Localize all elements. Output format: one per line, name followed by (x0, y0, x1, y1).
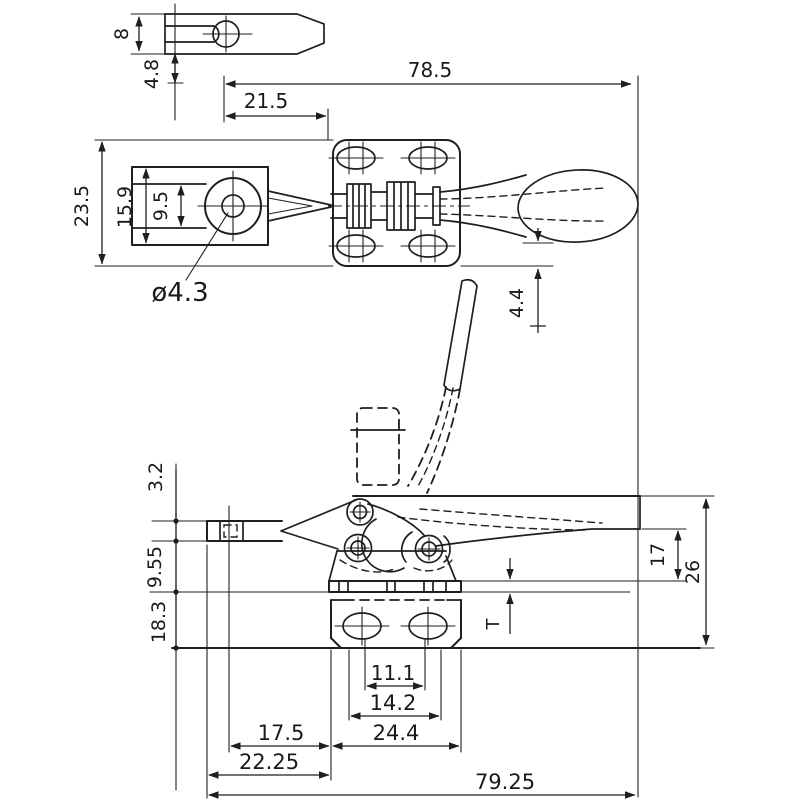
bar-raised-phantom (350, 407, 406, 486)
dim-bar-end-to-base: 22.25 (206, 544, 330, 799)
dim-link-slot-width: 8 (111, 13, 166, 55)
top-view (131, 13, 639, 267)
dim-hole-to-base: 17.5 (228, 505, 330, 753)
dim-base-plate-width-label: 23.5 (71, 185, 93, 227)
dim-pivot-hole-dia: ø4.3 (151, 212, 229, 308)
dim-bar-slot-width-label: 9.5 (150, 191, 172, 221)
dim-link-offset-label: 4.8 (141, 59, 163, 89)
dim-bar-thickness-label: 3.2 (145, 462, 167, 492)
dim-pivot-hole-dia-label: ø4.3 (151, 278, 208, 308)
dim-overall-height: 26 (639, 495, 715, 649)
clamp-bar-top-view (131, 166, 332, 246)
base-side-view (328, 550, 462, 593)
dim-base-length-label: 24.4 (373, 721, 420, 745)
dim-hole-spacing-outer: 14.2 (348, 649, 442, 721)
base-plate-top-view (328, 139, 461, 267)
dim-bar-slot-width: 9.5 (150, 185, 185, 227)
dim-hole-spacing-inner: 11.1 (364, 639, 426, 691)
dim-bar-width: 15.9 (114, 168, 150, 244)
dim-flange-thickness: T (460, 558, 631, 634)
dim-base-plate-width: 23.5 (71, 139, 334, 267)
base-front-face (171, 599, 701, 649)
dim-bar-width-label: 15.9 (114, 186, 136, 228)
handle-side-view (352, 495, 641, 547)
dimensions: 8 4.8 78.5 21.5 23.5 15.9 9. (71, 3, 715, 799)
dim-handle-clearance-label: 17 (647, 543, 669, 567)
dim-pivot-to-base: 21.5 (225, 89, 329, 141)
slotted-link-detail (164, 13, 325, 55)
handle-raised-phantom (407, 278, 478, 494)
dim-link-slot-width-label: 8 (111, 28, 133, 40)
dim-link-offset: 4.8 (141, 3, 184, 121)
dim-overall-length-bottom: 79.25 (208, 770, 636, 799)
dim-handle-offset: 4.4 (460, 228, 554, 333)
pivot-assembly (339, 498, 453, 573)
dim-overall-length-bottom-label: 79.25 (475, 770, 535, 794)
dim-bar-height-label: 9.55 (144, 546, 166, 588)
clamp-arm-side-view (206, 499, 357, 550)
dim-pivot-to-base-label: 21.5 (244, 89, 289, 113)
dim-hole-spacing-inner-label: 11.1 (371, 661, 416, 685)
dim-flange-thickness-label: T (483, 618, 504, 631)
dim-bar-end-to-base-label: 22.25 (239, 750, 299, 774)
dim-handle-clearance: 17 (460, 528, 687, 582)
dim-hole-spacing-outer-label: 14.2 (370, 691, 417, 715)
dim-handle-offset-label: 4.4 (506, 288, 528, 318)
dim-hole-to-base-label: 17.5 (258, 721, 305, 745)
dim-base-length: 24.4 (330, 649, 462, 781)
side-view (171, 278, 701, 649)
spindle-mechanism (328, 181, 470, 231)
dim-base-height-label: 18.3 (148, 601, 170, 643)
dim-overall-height-label: 26 (682, 560, 704, 584)
dim-left-chain: 3.2 9.55 18.3 (144, 462, 330, 791)
dim-overall-length-label: 78.5 (408, 58, 453, 82)
dim-overall-length: 78.5 (223, 58, 639, 798)
